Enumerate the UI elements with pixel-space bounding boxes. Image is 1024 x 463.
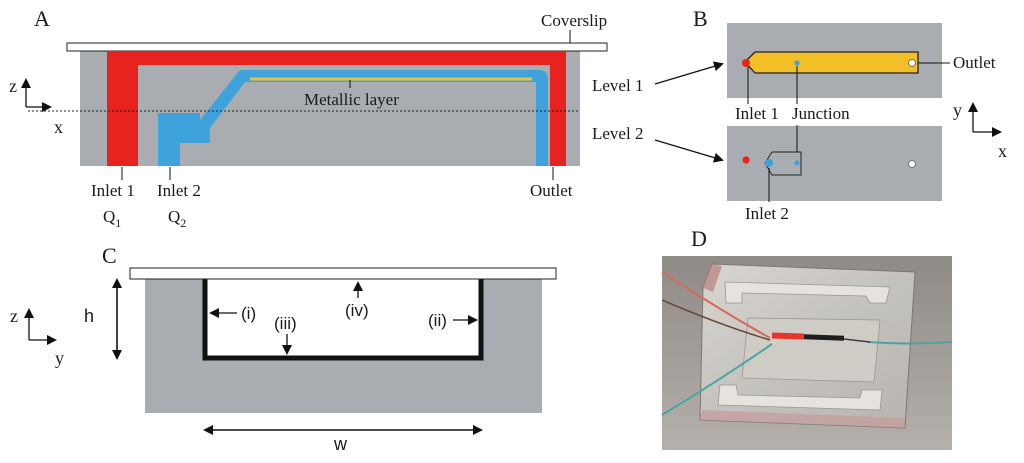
w-label: w [333, 434, 348, 454]
coverslip-c [129, 267, 557, 280]
axis-x-b-label: x [998, 141, 1007, 161]
level2-plate [727, 126, 942, 201]
axis-y-c-label: y [55, 348, 64, 368]
panel-b-letter: B [693, 6, 708, 31]
axis-y-b-label: y [953, 100, 962, 120]
level1-pointer [654, 61, 724, 85]
level1-label: Level 1 [592, 76, 643, 95]
level1-inlet1-dot [742, 59, 750, 67]
inlet1-label: Inlet 1 [91, 181, 135, 200]
axis-x-label: x [54, 117, 63, 137]
panel-d: D [661, 226, 953, 450]
panel-c-letter: C [102, 243, 117, 268]
level2-inlet2-dot [765, 159, 773, 167]
tube-teal-out [867, 341, 953, 345]
metallic-layer-label: Metallic layer [304, 90, 399, 109]
wall-iii-label: (iii) [274, 314, 297, 333]
panel-a-letter: A [34, 6, 50, 31]
q2-label: Q2 [168, 207, 186, 230]
inlet2-b-label: Inlet 2 [745, 204, 789, 223]
panel-d-letter: D [691, 226, 707, 251]
axis-z-c-label: z [10, 306, 18, 326]
outlet-label: Outlet [530, 181, 573, 200]
microfluidic-device-photo-icon [661, 256, 953, 450]
level2-outlet-dot [908, 160, 916, 168]
level1-channel [744, 51, 919, 74]
channel-dark-segment [803, 334, 845, 341]
block-edge-bottom [700, 410, 905, 428]
channel-walls [202, 278, 484, 361]
level2-junction-dot [794, 160, 800, 166]
panel-b: B Level 1 Outlet Inlet 1 Junction Level … [592, 6, 1007, 223]
recess-top [724, 281, 891, 304]
red-channel [107, 51, 566, 166]
tube-teal-in [661, 343, 773, 416]
tube-dark-in [661, 299, 771, 341]
block-edge-left [703, 264, 722, 292]
axis-z-label: z [9, 76, 17, 96]
level2-inlet1-dot [742, 156, 750, 164]
panel-a: A Coverslip Metallic layer z x Inlet 1 Q… [9, 6, 608, 230]
coverslip-label: Coverslip [541, 11, 607, 30]
level1-outlet-dot [908, 59, 916, 67]
inlet1-b-label: Inlet 1 [735, 104, 779, 123]
panel-c: C h w (i) (ii) (iii) (iv) z y [10, 243, 557, 454]
tube-red-in [661, 271, 771, 339]
junction-label: Junction [792, 104, 850, 123]
wall-i-label: (i) [241, 304, 256, 323]
wall-ii-label: (ii) [428, 311, 447, 330]
recess-bottom [717, 384, 883, 411]
coverslip [66, 42, 608, 52]
channel-red-segment [771, 332, 805, 340]
level2-channel-outline [764, 151, 802, 176]
outlet-b-label: Outlet [953, 53, 996, 72]
channel-outlet-segment [843, 338, 871, 343]
level2-label: Level 2 [592, 124, 643, 143]
inlet2-label: Inlet 2 [157, 181, 201, 200]
level1-junction-dot [794, 60, 800, 66]
q1-label: Q1 [103, 207, 121, 230]
h-label: h [84, 306, 94, 326]
channel-void [205, 278, 481, 358]
wall-iv-label: (iv) [345, 301, 369, 320]
level2-pointer [654, 139, 724, 163]
